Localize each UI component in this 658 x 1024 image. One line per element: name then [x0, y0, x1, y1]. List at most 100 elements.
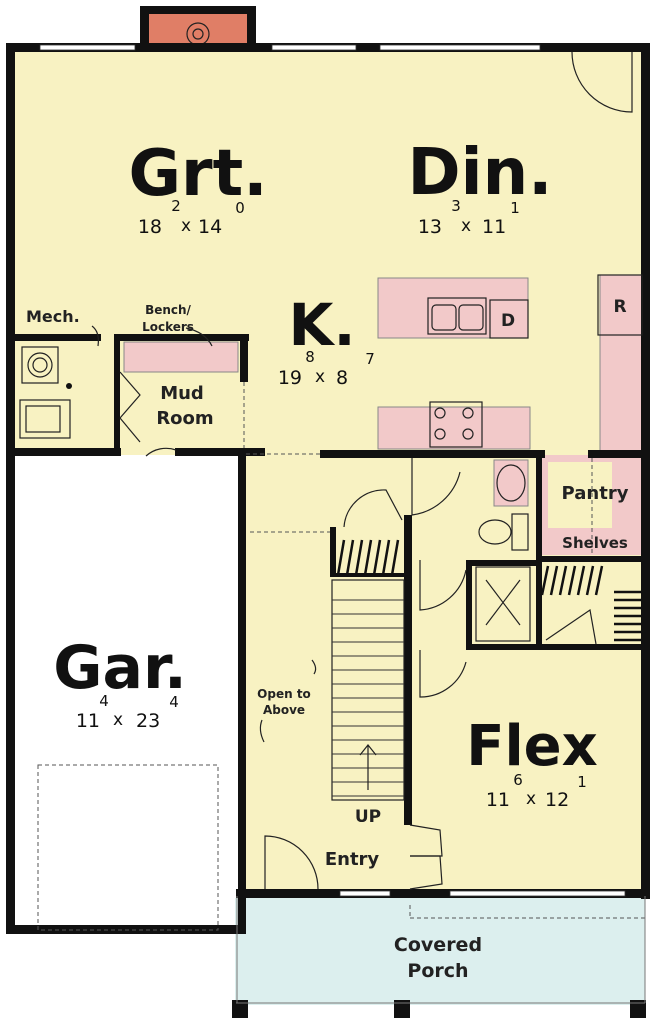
great-room-name: Grt.: [129, 137, 268, 211]
mud-east-wall: [240, 334, 248, 382]
staircase: [331, 579, 405, 801]
window: [449, 890, 626, 897]
shelf-rod: [594, 565, 604, 596]
garage-dims: 11 4 x 23 4: [76, 692, 179, 732]
window: [379, 44, 541, 51]
garage-floor: [12, 455, 244, 933]
great-room-dims: 18 2 x 14 0: [138, 197, 245, 238]
svg-text:12: 12: [545, 789, 569, 811]
svg-text:x: x: [315, 367, 325, 387]
shelf-rod: [336, 539, 346, 576]
entry-label: Entry: [325, 849, 380, 870]
stair-east-wall: [404, 515, 412, 825]
shelves-door: [545, 608, 597, 645]
shelf-rod: [363, 539, 373, 576]
pantry-west-wall: [536, 450, 542, 650]
svg-text:x: x: [113, 710, 123, 730]
svg-text:4: 4: [169, 693, 179, 711]
svg-text:7: 7: [365, 350, 375, 368]
dishwasher-label: D: [501, 311, 515, 331]
shelf-rod: [558, 565, 568, 596]
porch-post: [394, 1000, 410, 1018]
fridge-label: R: [613, 297, 626, 317]
svg-text:8: 8: [305, 348, 315, 366]
bench-lockers: [123, 341, 239, 373]
svg-text:11: 11: [482, 216, 506, 238]
west-wall: [6, 43, 15, 931]
svg-text:23: 23: [136, 710, 160, 732]
pantry-north-wall: [588, 450, 646, 458]
kitchen-south-wall: [320, 450, 545, 458]
svg-text:1: 1: [510, 199, 520, 217]
garage-name: Gar.: [53, 633, 187, 703]
south-wall: [236, 889, 650, 898]
shelf-rod: [354, 539, 364, 576]
shelves-south-wall: [540, 556, 646, 562]
porch-post: [630, 1000, 646, 1018]
mech-north-wall: [6, 334, 101, 341]
shelf-rod: [567, 565, 577, 596]
bench-label-2: Lockers: [142, 320, 194, 334]
flex-north-wall: [466, 644, 646, 650]
open-to-above-label-1: Open to: [257, 687, 311, 701]
vanity-counter: [493, 459, 529, 507]
pantry-floor: [548, 462, 612, 528]
flex-room-dims: 11 6 x 12 1: [486, 771, 587, 811]
mud-bifold-door: [119, 371, 141, 443]
garage-north-wall: [175, 448, 265, 456]
svg-text:0: 0: [235, 199, 245, 217]
flex-door: [419, 650, 467, 698]
window: [271, 44, 357, 51]
closet-shelving: [336, 539, 642, 642]
closet-west-wall: [466, 560, 472, 650]
closet-north-wall: [466, 560, 541, 566]
svg-text:4: 4: [99, 692, 109, 710]
svg-text:1: 1: [577, 773, 587, 791]
shelf-rod: [540, 565, 550, 596]
open-to-above-label-2: Above: [263, 703, 305, 717]
shower-icon: [475, 566, 531, 642]
svg-text:x: x: [461, 216, 471, 236]
shelf-rod: [345, 539, 355, 576]
kitchen-dims: 19 8 x 8 7: [278, 348, 375, 389]
window: [39, 44, 136, 51]
range-icon: [429, 401, 483, 448]
svg-text:3: 3: [451, 197, 461, 215]
pantry-label: Pantry: [562, 483, 629, 504]
shelves-label: Shelves: [562, 534, 628, 552]
fridge-icon: [597, 274, 643, 336]
window: [339, 890, 391, 897]
svg-text:14: 14: [198, 216, 222, 238]
dining-room-name: Din.: [408, 136, 553, 210]
stair-west-wall: [330, 527, 336, 577]
powder-door: [411, 458, 461, 516]
toilet-icon: [478, 519, 512, 545]
shelf-rod: [576, 565, 586, 596]
mud-room-label-2: Room: [156, 408, 213, 429]
garage-east-wall: [238, 448, 246, 933]
water-heater-icon: [21, 346, 59, 384]
mud-north-wall: [115, 334, 249, 341]
stair-closet-door: [343, 489, 403, 528]
stair-treads: [332, 599, 404, 797]
range-counter: [377, 406, 531, 450]
closet-door: [419, 560, 467, 611]
toilet-tank-icon: [511, 513, 529, 551]
svg-text:6: 6: [513, 771, 523, 789]
shelf-rod: [585, 565, 595, 596]
svg-text:18: 18: [138, 216, 162, 238]
rear-door: [571, 51, 633, 113]
sink-icon: [427, 297, 487, 335]
mud-room-label-1: Mud: [160, 383, 204, 404]
svg-text:19: 19: [278, 367, 302, 389]
mech-mud-wall: [114, 334, 120, 452]
stair-landing-wall: [330, 573, 410, 577]
entry-closet-door: [409, 855, 443, 890]
garage-door-swing: [145, 447, 177, 457]
mech-south-wall: [6, 448, 121, 456]
svg-text:8: 8: [336, 367, 348, 389]
svg-text:x: x: [181, 216, 191, 236]
dishwasher-icon: [489, 299, 529, 339]
flex-room-name: Flex: [466, 714, 598, 779]
